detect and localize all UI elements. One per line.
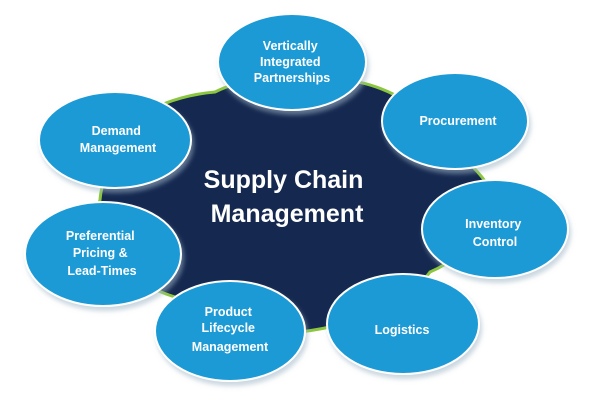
node-blob bbox=[326, 273, 480, 375]
node-label-line: Inventory bbox=[465, 217, 521, 231]
node-blob bbox=[24, 201, 182, 307]
node-blob bbox=[421, 179, 569, 279]
node-label-line: Preferential bbox=[66, 229, 135, 243]
node-label: Inventory Control bbox=[465, 217, 525, 249]
hub-label: Supply Chain Management bbox=[204, 166, 371, 228]
node-label: Demand Management bbox=[80, 124, 157, 155]
hub-label-line: Supply Chain bbox=[204, 166, 364, 194]
node-label-line: Management bbox=[80, 141, 157, 155]
node-label: Procurement bbox=[419, 114, 497, 128]
node-blob bbox=[381, 72, 529, 170]
node-label: Product Lifecycle Management bbox=[192, 305, 269, 354]
node-demand-management: Demand Management bbox=[38, 91, 192, 189]
node-logistics: Logistics bbox=[326, 273, 480, 375]
node-label-line: Lifecycle bbox=[202, 321, 256, 335]
node-preferential-pricing-lead-times: Preferential Pricing & Lead-Times bbox=[24, 201, 182, 307]
node-label-line: Procurement bbox=[419, 114, 497, 128]
node-label-line: Integrated bbox=[260, 55, 320, 69]
node-blob bbox=[38, 91, 192, 189]
node-label: Logistics bbox=[375, 323, 430, 337]
node-label-line: Control bbox=[473, 235, 517, 249]
node-inventory-control: Inventory Control bbox=[421, 179, 569, 279]
nodes: Vertically Integrated Partnerships Procu… bbox=[24, 13, 569, 382]
node-product-lifecycle-management: Product Lifecycle Management bbox=[154, 280, 306, 382]
node-label-line: Vertically bbox=[263, 39, 318, 53]
node-blob bbox=[217, 13, 367, 111]
node-vertically-integrated-partnerships: Vertically Integrated Partnerships bbox=[217, 13, 367, 111]
node-blob bbox=[154, 280, 306, 382]
node-label-line: Demand bbox=[92, 124, 141, 138]
hub-label-line: Management bbox=[211, 200, 364, 228]
node-label-line: Pricing & bbox=[73, 246, 128, 260]
node-label: Vertically Integrated Partnerships bbox=[254, 39, 330, 85]
node-label-line: Logistics bbox=[375, 323, 430, 337]
node-label-line: Product bbox=[205, 305, 253, 319]
node-label: Preferential Pricing & Lead-Times bbox=[66, 229, 138, 278]
node-label-line: Management bbox=[192, 340, 269, 354]
node-label-line: Lead-Times bbox=[67, 264, 136, 278]
node-label-line: Partnerships bbox=[254, 71, 330, 85]
node-procurement: Procurement bbox=[381, 72, 529, 170]
